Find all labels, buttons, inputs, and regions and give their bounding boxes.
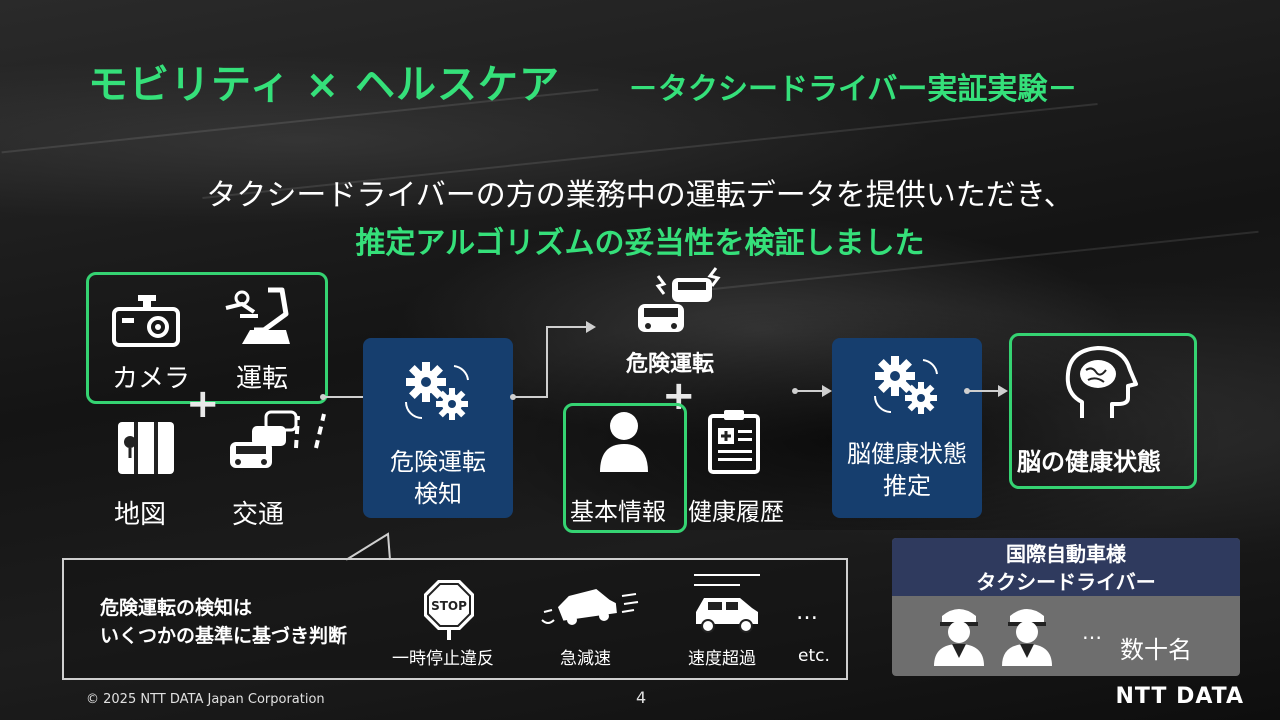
map-icon bbox=[116, 420, 176, 480]
camera-label: カメラ bbox=[112, 364, 191, 394]
slide-title: モビリティ × ヘルスケア bbox=[88, 62, 560, 108]
driver-count: 数十名 bbox=[1120, 636, 1192, 664]
basic-info-label: 基本情報 bbox=[570, 498, 666, 526]
connector-dot bbox=[964, 388, 970, 394]
driving-label: 運転 bbox=[236, 364, 289, 394]
drivers-panel: 国際自動車様 タクシードライバー … 数十名 bbox=[892, 538, 1240, 676]
danger-driving-label: 危険運転 bbox=[626, 352, 715, 377]
more-drivers-ellipsis: … bbox=[1082, 620, 1102, 644]
basic-info-box bbox=[563, 403, 687, 533]
callout-description: 危険運転の検知は いくつかの基準に基づき判断 bbox=[100, 594, 347, 650]
lead-text: タクシードライバーの方の業務中の運転データを提供いただき、 bbox=[206, 178, 1074, 213]
panel-role: タクシードライバー bbox=[976, 570, 1156, 594]
panel-header: 国際自動車様 タクシードライバー bbox=[892, 538, 1240, 596]
lead-highlight: 推定アルゴリズムの妥当性を検証しました bbox=[355, 226, 925, 261]
arrow-head bbox=[586, 321, 596, 333]
speeding-car-icon bbox=[692, 572, 762, 638]
driver-seat-icon bbox=[220, 286, 296, 352]
brain-health-label: 脳の健康状態 bbox=[1017, 448, 1161, 476]
map-label: 地図 bbox=[114, 500, 167, 530]
more-ellipsis: … bbox=[796, 600, 818, 625]
criteria-stop-violation: 一時停止違反 bbox=[392, 649, 494, 669]
dashcam-icon bbox=[112, 293, 180, 353]
connector-dot bbox=[320, 394, 326, 400]
gears-icon bbox=[402, 358, 474, 428]
callout-line1: 危険運転の検知は bbox=[100, 597, 253, 619]
medical-record-icon bbox=[706, 408, 762, 478]
vehicle-data-box bbox=[86, 272, 328, 404]
health-history-label: 健康履歴 bbox=[688, 498, 784, 526]
stop-sign-text: STOP bbox=[431, 599, 467, 613]
company-logo: NTT DATA bbox=[1115, 684, 1244, 709]
connector-dot bbox=[792, 388, 798, 394]
traffic-label: 交通 bbox=[232, 500, 285, 530]
connector-dot bbox=[510, 394, 516, 400]
detection-label-line1: 危険運転 bbox=[390, 448, 486, 476]
criteria-callout: 危険運転の検知は いくつかの基準に基づき判断 STOP 一時停止違反 急減速 bbox=[62, 558, 848, 680]
arrow-head bbox=[822, 385, 832, 397]
slide-subtitle: －タクシードライバー実証実験－ bbox=[628, 72, 1078, 107]
criteria-speeding: 速度超過 bbox=[688, 649, 756, 669]
sudden-brake-car-icon bbox=[540, 586, 640, 636]
copyright: © 2025 NTT DATA Japan Corporation bbox=[86, 692, 325, 707]
criteria-etc: etc. bbox=[798, 646, 830, 666]
connector-line bbox=[968, 390, 1000, 392]
taxi-driver-icon bbox=[932, 602, 986, 670]
estimation-label-line1: 脳健康状態 bbox=[847, 440, 967, 468]
connector-line bbox=[514, 396, 548, 398]
gears-icon bbox=[871, 352, 943, 422]
brain-estimation-box: 脳健康状態 推定 bbox=[832, 338, 982, 518]
plus-sign: + bbox=[186, 381, 220, 427]
callout-line2: いくつかの基準に基づき判断 bbox=[100, 625, 348, 647]
car-crash-icon bbox=[634, 264, 730, 344]
criteria-sudden-braking: 急減速 bbox=[560, 649, 611, 669]
connector-line bbox=[546, 326, 586, 328]
page-number: 4 bbox=[636, 688, 647, 707]
estimation-label-line2: 推定 bbox=[883, 472, 931, 500]
callout-pointer bbox=[345, 532, 391, 561]
brain-head-icon bbox=[1060, 344, 1140, 424]
detection-label-line2: 検知 bbox=[414, 480, 462, 508]
taxi-driver-icon bbox=[1000, 602, 1054, 670]
person-icon bbox=[598, 410, 650, 478]
brain-health-output-box bbox=[1009, 333, 1197, 489]
connector-line bbox=[796, 390, 824, 392]
stop-sign-icon: STOP bbox=[422, 578, 476, 644]
connector-line bbox=[546, 326, 548, 398]
panel-company: 国際自動車様 bbox=[1006, 542, 1126, 566]
danger-detection-box: 危険運転 検知 bbox=[363, 338, 513, 518]
traffic-icon bbox=[226, 408, 326, 482]
arrow-head bbox=[998, 385, 1008, 397]
connector-line bbox=[324, 396, 372, 398]
